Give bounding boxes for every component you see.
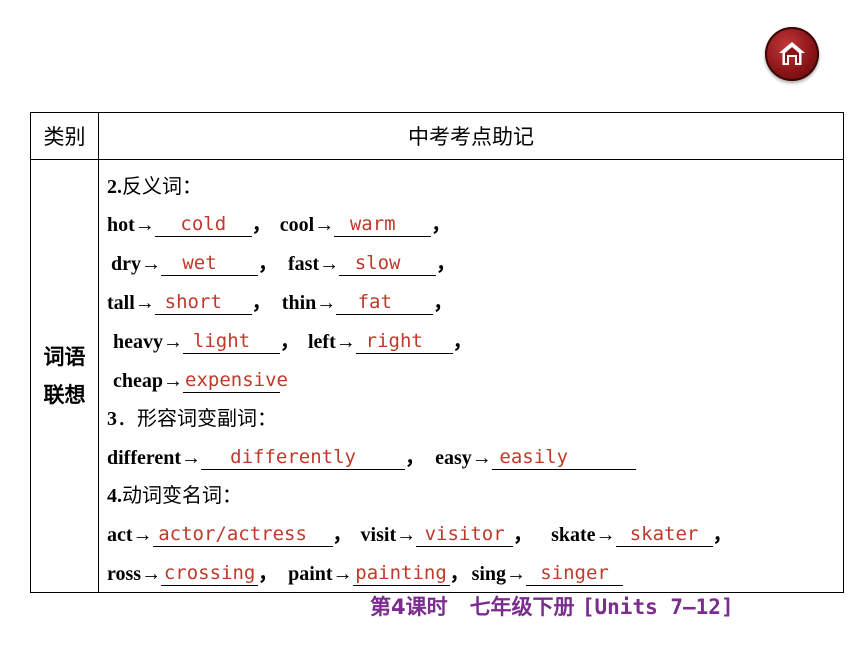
category-cell: 词语 联想 (30, 159, 99, 593)
header-category: 类别 (30, 112, 99, 160)
answer-blank: crossing (161, 561, 259, 586)
answer-blank: fat (336, 290, 434, 315)
answer-blank: right (355, 329, 453, 354)
adverb-row: different→differently，easy→easily (107, 445, 636, 470)
home-button[interactable] (765, 27, 819, 81)
noun-row-1: act→actor/actress，visit→visitor，skate→sk… (107, 522, 733, 547)
antonym-row-4: heavy→light，left→right， (113, 329, 473, 354)
antonym-row-1: hot→cold，cool→warm， (107, 212, 452, 237)
section-4-heading: 4.动词变名词： (107, 483, 242, 507)
answer-blank: light (183, 329, 280, 354)
footer-grade: 七年级下册 (469, 595, 575, 619)
answer-blank: slow (339, 251, 437, 276)
antonym-row-5: cheap→expensive (113, 368, 288, 393)
answer-blank: actor/actress (152, 522, 333, 547)
answer-blank: expensive (183, 368, 288, 393)
antonym-row-3: tall→short，thin→fat， (107, 290, 454, 315)
content-cell: 2.反义词： hot→cold，cool→warm， dry→wet，fast→… (98, 159, 844, 593)
category-line-1: 词语 (43, 345, 86, 369)
section-2-heading: 2.反义词： (107, 174, 202, 198)
footer-units: [Units 7—12] (581, 595, 734, 619)
answer-blank: wet (161, 251, 258, 276)
answer-blank: easily (491, 445, 636, 470)
answer-blank: warm (334, 212, 432, 237)
footer-lesson: 第4课时 (370, 595, 448, 619)
footer-caption: 第4课时 七年级下册 [Units 7—12] (370, 591, 734, 621)
answer-blank: painting (352, 561, 450, 586)
answer-blank: singer (526, 561, 624, 586)
answer-blank: visitor (416, 522, 514, 547)
answer-blank: differently (201, 445, 406, 470)
answer-blank: cold (154, 212, 252, 237)
category-line-2: 联想 (43, 383, 86, 407)
knowledge-table: 类别 中考考点助记 词语 联想 2.反义词： hot→cold，cool→war… (30, 112, 844, 593)
noun-row-2: ross→crossing，paint→painting，sing→singer (107, 561, 624, 586)
answer-blank: short (154, 290, 252, 315)
home-icon (779, 42, 805, 65)
header-content: 中考考点助记 (98, 112, 844, 160)
answer-blank: skater (615, 522, 713, 547)
section-3-heading: 3．形容词变副词： (107, 406, 277, 430)
antonym-row-2: dry→wet，fast→slow， (111, 251, 457, 276)
